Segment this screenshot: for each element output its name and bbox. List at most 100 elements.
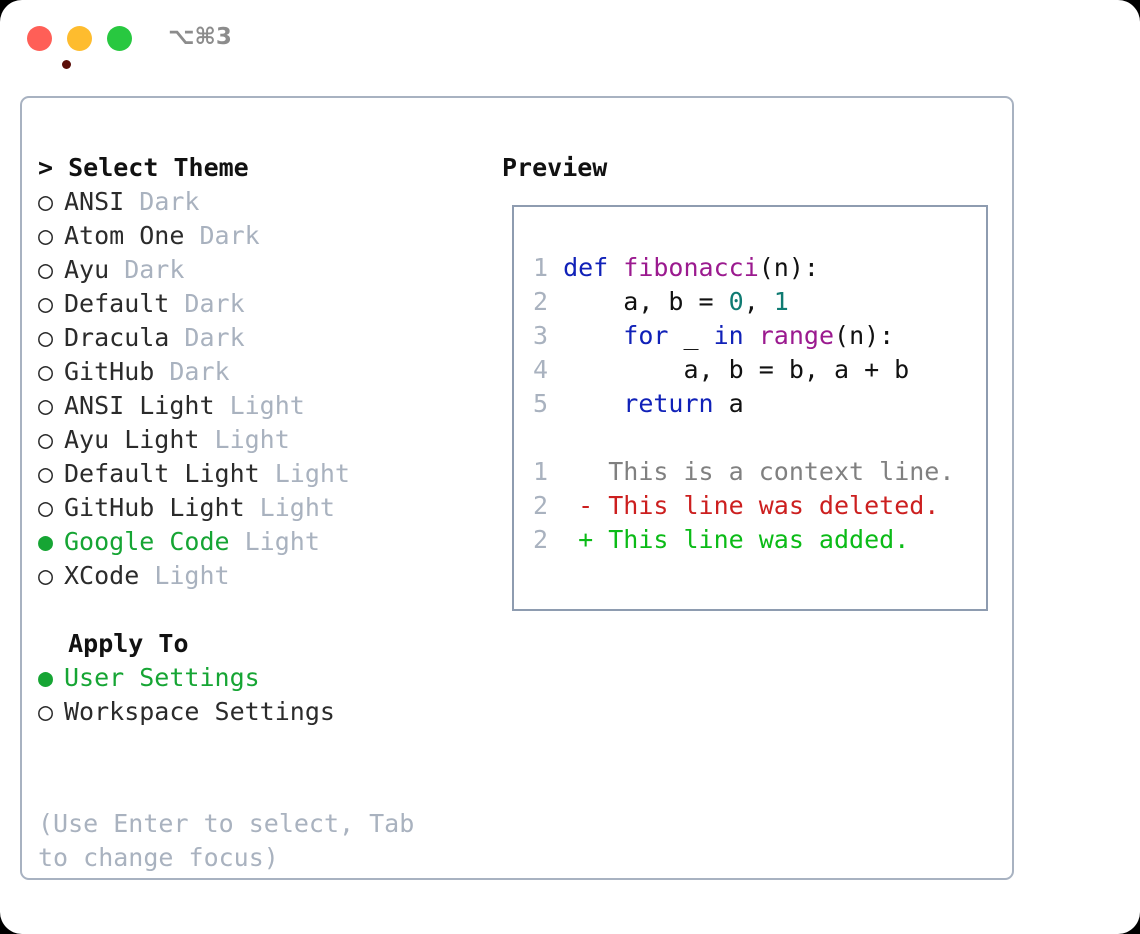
keyboard-hint-text: (Use Enter to select, Tab to change focu… (38, 809, 415, 872)
apply-to-heading: Apply To (38, 629, 189, 658)
radio-unselected-icon: ○ (38, 493, 54, 522)
theme-variant-badge: Dark (184, 221, 260, 250)
diff-marker: - (548, 491, 609, 520)
theme-variant-badge: Dark (169, 323, 245, 352)
code-line: 3 for _ in range(n): (522, 319, 909, 353)
apply-to-list: ● User Settings ○ Workspace Settings (38, 661, 478, 729)
radio-unselected-icon: ○ (38, 187, 54, 216)
theme-option-google-code[interactable]: ● Google Code Light (38, 525, 478, 559)
radio-unselected-icon: ○ (38, 697, 54, 726)
code-token-num: 1 (773, 287, 789, 316)
preview-column: Preview 1 def fibonacci(n):2 a, b = 0, 1… (502, 151, 1002, 611)
theme-variant-badge: Light (139, 561, 230, 590)
radio-unselected-icon: ○ (38, 255, 54, 284)
radio-unselected-icon: ○ (38, 459, 54, 488)
theme-name: GitHub (64, 357, 155, 386)
theme-variant-badge: Light (244, 493, 335, 522)
code-line-number: 4 (532, 355, 548, 384)
theme-variant-badge: Light (229, 527, 320, 556)
radio-unselected-icon: ○ (38, 561, 54, 590)
code-token-kw: def (563, 253, 609, 282)
diff-line-ctx: 1 This is a context line. (522, 455, 954, 489)
apply-to-label: User Settings (64, 663, 260, 692)
theme-variant-badge: Light (199, 425, 290, 454)
radio-selected-icon: ● (38, 527, 54, 556)
theme-name: Ayu Light (64, 425, 200, 454)
code-token-txt: a, b = (548, 287, 729, 316)
code-token-txt (548, 253, 563, 282)
theme-option-default[interactable]: ○Default Dark (38, 287, 478, 321)
diff-line-del: 2 - This line was deleted. (522, 489, 954, 523)
apply-to-label: Workspace Settings (64, 697, 335, 726)
theme-option-github[interactable]: ○GitHub Dark (38, 355, 478, 389)
theme-name: Google Code (64, 527, 230, 556)
diff-text: This is a context line. (608, 457, 955, 486)
code-token-txt: , (743, 287, 774, 316)
diff-text: This line was deleted. (608, 491, 940, 520)
code-token-kw: in (713, 321, 744, 350)
theme-name: ANSI (64, 187, 125, 216)
close-button[interactable] (27, 26, 71, 69)
theme-name: Dracula (64, 323, 170, 352)
theme-option-github-light[interactable]: ○ GitHub Light Light (38, 491, 478, 525)
theme-variant-badge: Dark (124, 187, 200, 216)
theme-name: Atom One (64, 221, 185, 250)
diff-marker (548, 457, 608, 486)
theme-name: Ayu (64, 255, 110, 284)
minimize-button[interactable] (67, 26, 92, 51)
theme-option-ansi-light[interactable]: ○ANSI Light Light (38, 389, 478, 423)
code-line-number: 1 (532, 253, 548, 282)
code-token-num: 0 (728, 287, 744, 316)
apply-to-option-user-settings[interactable]: ● User Settings (38, 661, 478, 695)
code-token-fn: fibonacci (623, 253, 759, 282)
maximize-button[interactable] (107, 26, 132, 51)
theme-option-default-light[interactable]: ○ Default Light Light (38, 457, 478, 491)
keyboard-shortcut-label: ⌥⌘3 (168, 24, 232, 50)
theme-variant-badge: Dark (169, 289, 245, 318)
preview-heading: Preview (502, 153, 608, 182)
main-panel: > Select Theme ○ANSI Dark○Atom One Dark○… (20, 96, 1014, 880)
code-token-txt: (n): (834, 321, 895, 350)
diff-marker: + (548, 525, 609, 554)
diff-sample: 1 This is a context line.2 - This line w… (522, 455, 954, 557)
diff-line-number: 2 (532, 491, 548, 520)
theme-name: XCode (64, 561, 140, 590)
diff-text: This line was added. (608, 525, 910, 554)
radio-unselected-icon: ○ (38, 289, 54, 318)
code-token-txt: _ (668, 321, 714, 350)
code-token-txt: a, b = b, a + b (548, 355, 910, 384)
code-token-txt: (n): (758, 253, 819, 282)
recording-indicator-dot (62, 60, 71, 69)
theme-name: GitHub Light (64, 493, 245, 522)
theme-option-ayu[interactable]: ○ Ayu Dark (38, 253, 478, 287)
theme-variant-badge: Dark (154, 357, 230, 386)
radio-unselected-icon: ○ (38, 425, 54, 454)
theme-selector-column: > Select Theme ○ANSI Dark○Atom One Dark○… (38, 151, 478, 729)
theme-option-atom-one[interactable]: ○Atom One Dark (38, 219, 478, 253)
theme-option-dracula[interactable]: ○Dracula Dark (38, 321, 478, 355)
theme-name: Default Light (64, 459, 260, 488)
theme-list: ○ANSI Dark○Atom One Dark○Ayu Dark○Defaul… (38, 185, 478, 593)
code-line: 5 return a (522, 387, 909, 421)
theme-option-ansi[interactable]: ○ ANSI Dark (38, 185, 478, 219)
code-token-kw: for (623, 321, 669, 350)
code-token-kw: return (623, 389, 714, 418)
radio-selected-icon: ● (38, 663, 54, 692)
theme-variant-badge: Light (259, 459, 350, 488)
theme-option-xcode[interactable]: ○ XCode Light (38, 559, 478, 593)
theme-option-ayu-light[interactable]: ○ Ayu Light Light (38, 423, 478, 457)
code-token-txt (548, 321, 623, 350)
diff-line-add: 2 + This line was added. (522, 523, 954, 557)
list-spacer (38, 593, 478, 627)
apply-to-option-workspace-settings[interactable]: ○ Workspace Settings (38, 695, 478, 729)
code-token-fn: range (758, 321, 835, 350)
code-line: 2 a, b = 0, 1 (522, 285, 909, 319)
code-line-number: 3 (532, 321, 548, 350)
theme-variant-badge: Light (214, 391, 305, 420)
theme-variant-badge: Dark (109, 255, 185, 284)
theme-name: ANSI Light (64, 391, 215, 420)
code-line-number: 2 (532, 287, 548, 316)
